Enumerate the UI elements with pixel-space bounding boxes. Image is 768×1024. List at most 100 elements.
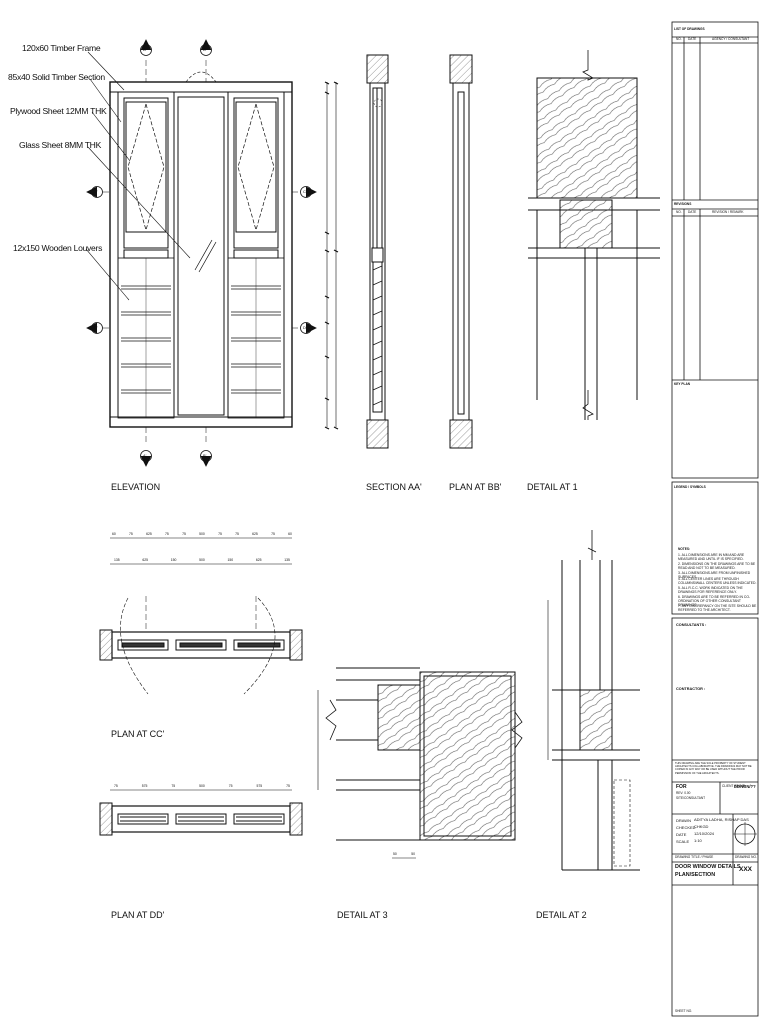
drawing-title-label: DRAWING TITLE / PHASE: [675, 855, 714, 859]
revision-col-date: DATE: [688, 210, 697, 214]
drawing-no-label: DRAWING NO.: [735, 855, 757, 859]
note-1: 1. ALL DIMENSIONS ARE IN MM AND ARE MEAS…: [678, 553, 745, 562]
dim: 135: [284, 558, 290, 562]
elevation-title: ELEVATION: [111, 482, 161, 492]
dim: 625: [146, 532, 152, 536]
note-7: 7. ANY DISCREPANCY ON THE SITE SHOULD BE…: [678, 604, 757, 613]
note-5: 5. ALL R.C.C. WORK INDICATED ON THE DRAW…: [678, 586, 743, 595]
dim: 50: [411, 852, 415, 856]
note-3: 3. ALL DIMENSIONS ARE FROM UNFINISHED SU…: [678, 571, 751, 580]
marker-c-right: [300, 186, 317, 198]
revisions-heading: REVISIONS: [674, 202, 692, 206]
consultants-heading: CONSULTANTS :: [676, 623, 707, 627]
marker-d-right: [300, 322, 317, 334]
dim: 575: [256, 784, 263, 788]
right-glass-panel: [235, 101, 277, 233]
dim: 75: [286, 784, 290, 788]
drawing-title-line-1: DOOR WINDOW DETAILS: [675, 864, 741, 870]
annotation-wooden-louvers: 12x150 Wooden Louvers: [13, 243, 103, 253]
marker-d-left: [86, 322, 103, 334]
dim: 75: [165, 532, 169, 536]
dim: 625: [142, 558, 149, 562]
right-louvers: [227, 257, 285, 419]
dimension-detail-3: 50 50: [393, 852, 415, 856]
plan-cc-title: PLAN AT CC': [111, 729, 165, 739]
dim: 60: [288, 532, 292, 536]
marker-b-top-label: B': [203, 47, 207, 52]
dim: 75: [114, 784, 118, 788]
marker-c-right-label: C': [303, 189, 307, 194]
annotation-solid-timber-section: 85x40 Solid Timber Section: [8, 72, 105, 82]
detail-2-view: [547, 530, 640, 871]
annotation-plywood-sheet: Plywood Sheet 12MM THK: [10, 106, 107, 116]
detail-1-title: DETAIL AT 1: [527, 482, 578, 492]
marker-a-top: [140, 39, 152, 56]
marker-d-left-label: D': [94, 325, 98, 330]
for-line-1: REV: 0.00: [676, 791, 691, 795]
dim: 75: [129, 532, 133, 536]
marker-c-left-label: C': [94, 189, 98, 194]
marker-a-bottom: [140, 450, 152, 467]
marker-a-bottom-label: A': [143, 453, 147, 458]
note-2: 2. DIMENSIONS ON THE DRAWINGS ARE TO BE …: [678, 562, 756, 571]
vertical-dimension-strings: [324, 81, 339, 430]
detail-2-title: DETAIL AT 2: [536, 910, 587, 920]
plan-bb-title: PLAN AT BB': [449, 482, 502, 492]
date-label: DATE: [676, 832, 687, 837]
drawn-label: DRAWN: [676, 818, 691, 823]
property-note: THIS DRAWING ARE THE SOLE PROPERTY OF ST…: [675, 762, 752, 775]
legend-heading: LEGEND / SYMBOLS: [674, 485, 706, 489]
marker-d-right-label: D': [303, 325, 307, 330]
dim: 50: [393, 852, 397, 856]
dim: 75: [271, 532, 275, 536]
left-louvers: [117, 257, 175, 419]
plan-cc-view: [99, 537, 303, 695]
leader-lines: [85, 51, 191, 301]
annotation-timber-frame: 120x60 Timber Frame: [22, 43, 101, 53]
dim: 500: [199, 784, 205, 788]
section-aa-view: [366, 54, 389, 449]
detail-3-view: [317, 667, 523, 859]
list-of-drawings-heading: LIST OF DRAWINGS: [674, 27, 705, 31]
dim: 75: [228, 784, 233, 788]
dim: 75: [218, 532, 222, 536]
drawing-code: DD/WIN/??: [734, 784, 756, 789]
drawn-value: ADITYA LADHA, RISHAP DAS: [694, 817, 749, 822]
dim: 135: [114, 558, 120, 562]
notes-heading: NOTES:: [678, 547, 691, 551]
revision-col-no: NO.: [676, 210, 682, 214]
date-value: 12/10/2024: [694, 831, 715, 836]
revision-col-remark: REVISION / REMARK: [712, 210, 744, 214]
dim: 60: [112, 532, 116, 536]
marker-a-top-label: A': [143, 47, 147, 52]
contractor-heading: CONTRACTOR :: [676, 687, 706, 691]
marker-b-top: [200, 39, 212, 56]
dim: 75: [182, 532, 186, 536]
plan-dd-title: PLAN AT DD': [111, 910, 165, 920]
scale-value: 1:10: [694, 838, 702, 843]
for-line-2: SITE/CONSULTANT: [676, 796, 706, 800]
list-col-date: DATE: [688, 37, 697, 41]
left-glass-panel: [125, 101, 167, 233]
note-4: 4. ALL CENTER LINES ARE THROUGH COLUMNS/…: [678, 577, 757, 586]
key-plan-heading: KEY PLAN: [674, 382, 691, 386]
marker-c-left: [86, 186, 103, 198]
dim: 150: [170, 558, 177, 562]
section-markers: [86, 39, 317, 467]
dim: 625: [255, 558, 262, 562]
dim: 75: [235, 532, 239, 536]
dim: 500: [199, 532, 205, 536]
drawing-title-line-2: PLAN/SECTION: [675, 872, 716, 878]
detail-3-title: DETAIL AT 3: [337, 910, 388, 920]
scale-label: SCALE: [676, 839, 690, 844]
drawing-number: XXX: [739, 866, 753, 873]
title-block: [671, 21, 759, 1017]
marker-b-bottom-label: B': [203, 453, 207, 458]
client-stamp-label: CLIENT STAMP: [722, 784, 745, 788]
annotation-glass-sheet: Glass Sheet 8MM THK: [19, 140, 102, 150]
dim: 150: [227, 558, 234, 562]
